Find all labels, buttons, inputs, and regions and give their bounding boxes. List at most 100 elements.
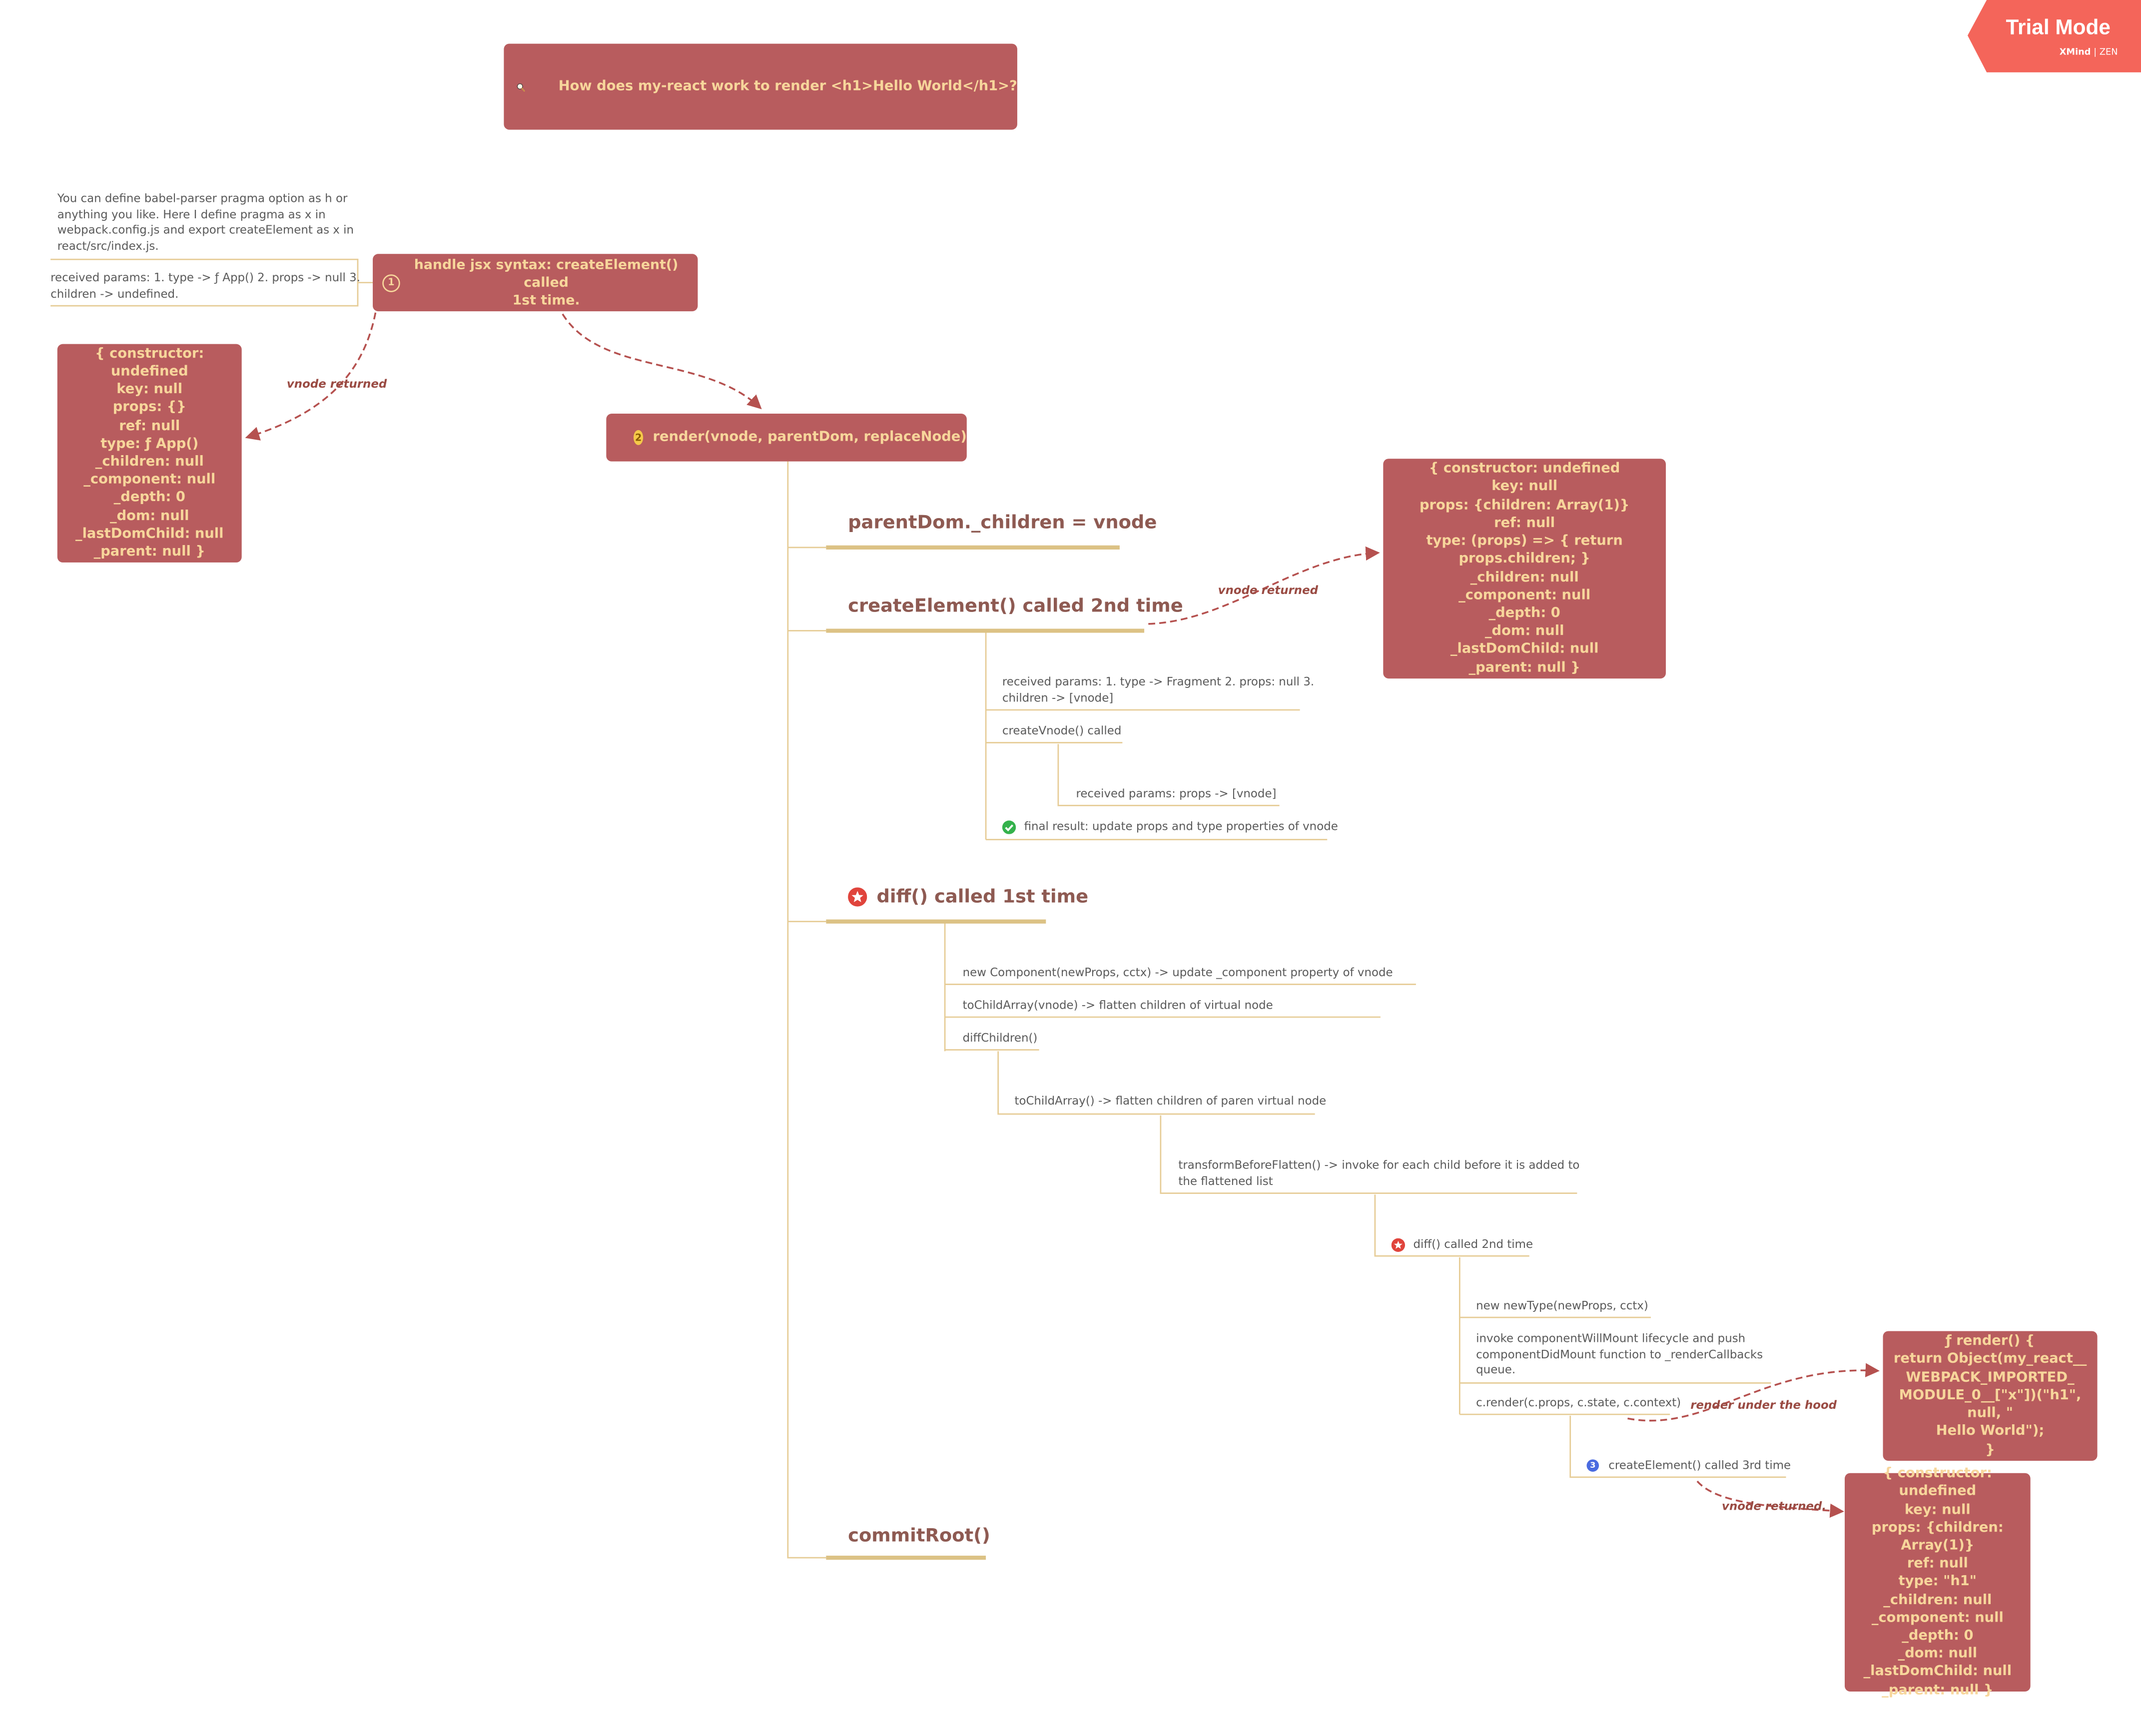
createvnode-topic[interactable]: createVnode() called xyxy=(1002,723,1122,737)
ribbon-shape xyxy=(1967,0,2141,72)
invoke-line-2: componentDidMount function to _renderCal… xyxy=(1476,1346,1763,1361)
branch-parentdom[interactable]: parentDom._children = vnode xyxy=(848,512,1157,534)
vnode3-line: { constructor: undefined xyxy=(1883,1466,1992,1500)
brand-edition: ZEN xyxy=(2099,46,2118,57)
vnode3-box[interactable]: { constructor: undefined key: null props… xyxy=(1845,1467,2031,1698)
step1-line-1: handle jsx syntax: createElement() calle… xyxy=(414,257,679,290)
new-component-topic[interactable]: new Component(newProps, cctx) -> update … xyxy=(962,965,1393,979)
params-line-2: children -> undefined. xyxy=(50,286,179,300)
vnode2-line: ref: null xyxy=(1494,516,1555,531)
vnode1-line: _component: null xyxy=(83,473,216,488)
step2-marker-icon: 2 xyxy=(634,430,644,445)
vnode1-line: _children: null xyxy=(95,455,204,470)
tochildarray-topic-1[interactable]: toChildArray(vnode) -> flatten children … xyxy=(962,998,1273,1012)
params-note: received params: 1. type -> ƒ App() 2. p… xyxy=(50,270,360,302)
trial-mode-title: Trial Mode xyxy=(2006,16,2111,40)
vnode3-line: _children: null xyxy=(1883,1593,1992,1608)
create3-topic[interactable]: 3 createElement() called 3rd time xyxy=(1586,1458,1791,1474)
create2-params-line-2: children -> [vnode] xyxy=(1002,690,1114,704)
step3-marker-icon: 3 xyxy=(1586,1460,1599,1472)
vnode2-line: _component: null xyxy=(1458,588,1591,603)
render-line: } xyxy=(1985,1442,1995,1458)
vnode3-line: key: null xyxy=(1904,1502,1971,1518)
branch-create2[interactable]: createElement() called 2nd time xyxy=(848,595,1183,617)
vnode2-line: type: (props) => { return props.children… xyxy=(1426,534,1623,567)
tochildarray-topic-2[interactable]: toChildArray() -> flatten children of pa… xyxy=(1014,1093,1327,1108)
vnode2-line: _parent: null } xyxy=(1468,660,1580,675)
branch-diff1[interactable]: diff() called 1st time xyxy=(848,886,1088,908)
vnode3-line: _parent: null } xyxy=(1882,1683,1994,1698)
star-badge-icon xyxy=(848,887,867,907)
diffchildren-topic[interactable]: diffChildren() xyxy=(962,1031,1038,1045)
params-line-1: received params: 1. type -> ƒ App() 2. p… xyxy=(50,270,360,284)
vnode3-line: _component: null xyxy=(1871,1611,2004,1626)
vnode-returned-label-2: vnode returned xyxy=(1218,582,1319,597)
vnode3-line: _lastDomChild: null xyxy=(1863,1665,2012,1680)
invoke-topic[interactable]: invoke componentWillMount lifecycle and … xyxy=(1476,1331,1763,1378)
final-result-topic[interactable]: final result: update props and type prop… xyxy=(1002,819,1338,835)
vnode-returned-label-1: vnode returned xyxy=(286,377,387,391)
vnode2-line: key: null xyxy=(1491,480,1558,495)
diff2-text: diff() called 2nd time xyxy=(1413,1236,1533,1251)
invoke-line-1: invoke componentWillMount lifecycle and … xyxy=(1476,1331,1746,1345)
step1-node[interactable]: 1 handle jsx syntax: createElement() cal… xyxy=(373,254,698,312)
magnifier-icon xyxy=(517,82,525,91)
createvnode-params[interactable]: received params: props -> [vnode] xyxy=(1076,786,1277,800)
vnode1-line: ref: null xyxy=(119,418,180,434)
vnode-returned-label-3: vnode returned. xyxy=(1722,1499,1827,1513)
pragma-line-1: You can define babel-parser pragma optio… xyxy=(57,191,348,205)
vnode2-line: _lastDomChild: null xyxy=(1450,642,1599,657)
branch-diff1-label: diff() called 1st time xyxy=(876,886,1089,908)
render-line: return Object(my_react__ xyxy=(1893,1352,2087,1367)
create2-params-line-1: received params: 1. type -> Fragment 2. … xyxy=(1002,674,1315,688)
vnode3-line: props: {children: Array(1)} xyxy=(1871,1520,2004,1554)
pragma-line-3: webpack.config.js and export createEleme… xyxy=(57,222,354,236)
vnode1-box[interactable]: { constructor: undefined key: null props… xyxy=(57,344,242,563)
central-topic[interactable]: How does my-react work to render <h1>Hel… xyxy=(504,43,1017,130)
vnode1-line: _lastDomChild: null xyxy=(75,527,224,542)
pragma-line-2: anything you like. Here I define pragma … xyxy=(57,207,326,221)
step1-line-2: 1st time. xyxy=(512,293,580,308)
vnode2-line: _dom: null xyxy=(1484,624,1564,639)
vnode1-line: _dom: null xyxy=(109,509,189,524)
step1-text: handle jsx syntax: createElement() calle… xyxy=(406,256,687,309)
render-line: WEBPACK_IMPORTED_ xyxy=(1906,1370,2075,1385)
new-newtype-topic[interactable]: new newType(newProps, cctx) xyxy=(1476,1298,1648,1312)
create2-params[interactable]: received params: 1. type -> Fragment 2. … xyxy=(1002,674,1314,706)
vnode2-line: _depth: 0 xyxy=(1488,606,1560,621)
vnode3-line: _depth: 0 xyxy=(1902,1629,1974,1644)
pragma-note: You can define babel-parser pragma optio… xyxy=(57,191,354,254)
vnode3-line: type: "h1" xyxy=(1898,1575,1977,1590)
brand-name: XMind xyxy=(2059,46,2091,57)
vnode1-line: _depth: 0 xyxy=(113,491,185,506)
invoke-line-3: queue. xyxy=(1476,1362,1516,1376)
vnode2-box[interactable]: { constructor: undefined key: null props… xyxy=(1383,459,1666,679)
transform-line-2: the flattened list xyxy=(1178,1173,1273,1187)
vnode1-line: _parent: null } xyxy=(93,545,205,560)
transform-line-1: transformBeforeFlatten() -> invoke for e… xyxy=(1178,1157,1580,1171)
render-function-box[interactable]: ƒ render() { return Object(my_react__ WE… xyxy=(1883,1331,2098,1461)
render-line: ƒ render() { xyxy=(1945,1334,2035,1349)
step2-node[interactable]: 2 render(vnode, parentDom, replaceNode) xyxy=(606,414,967,462)
step2-text: render(vnode, parentDom, replaceNode) xyxy=(653,430,967,445)
c-render-topic[interactable]: c.render(c.props, c.state, c.context) xyxy=(1476,1395,1681,1409)
vnode3-line: _dom: null xyxy=(1898,1647,1978,1662)
vnode2-line: props: {children: Array(1)} xyxy=(1419,498,1630,513)
transform-topic[interactable]: transformBeforeFlatten() -> invoke for e… xyxy=(1178,1157,1579,1189)
central-topic-text: How does my-react work to render <h1>Hel… xyxy=(558,79,1017,94)
xmind-brand: XMind | ZEN xyxy=(2059,46,2118,57)
checkmark-icon xyxy=(1002,820,1016,834)
pragma-line-4: react/src/index.js. xyxy=(57,238,159,252)
render-line: Hello World"); xyxy=(1936,1424,2045,1440)
render-under-hood-label: render under the hood xyxy=(1690,1398,1837,1412)
vnode1-line: type: ƒ App() xyxy=(100,436,199,452)
step1-marker-icon: 1 xyxy=(382,273,400,292)
render-line: MODULE_0__["x"])("h1", null, " xyxy=(1899,1388,2082,1422)
vnode3-line: ref: null xyxy=(1907,1556,1968,1572)
trial-mode-ribbon[interactable]: Trial Mode XMind | ZEN xyxy=(1967,0,2141,72)
branch-commit[interactable]: commitRoot() xyxy=(848,1525,990,1547)
vnode1-line: key: null xyxy=(116,382,183,398)
diff2-topic[interactable]: diff() called 2nd time xyxy=(1391,1236,1533,1252)
